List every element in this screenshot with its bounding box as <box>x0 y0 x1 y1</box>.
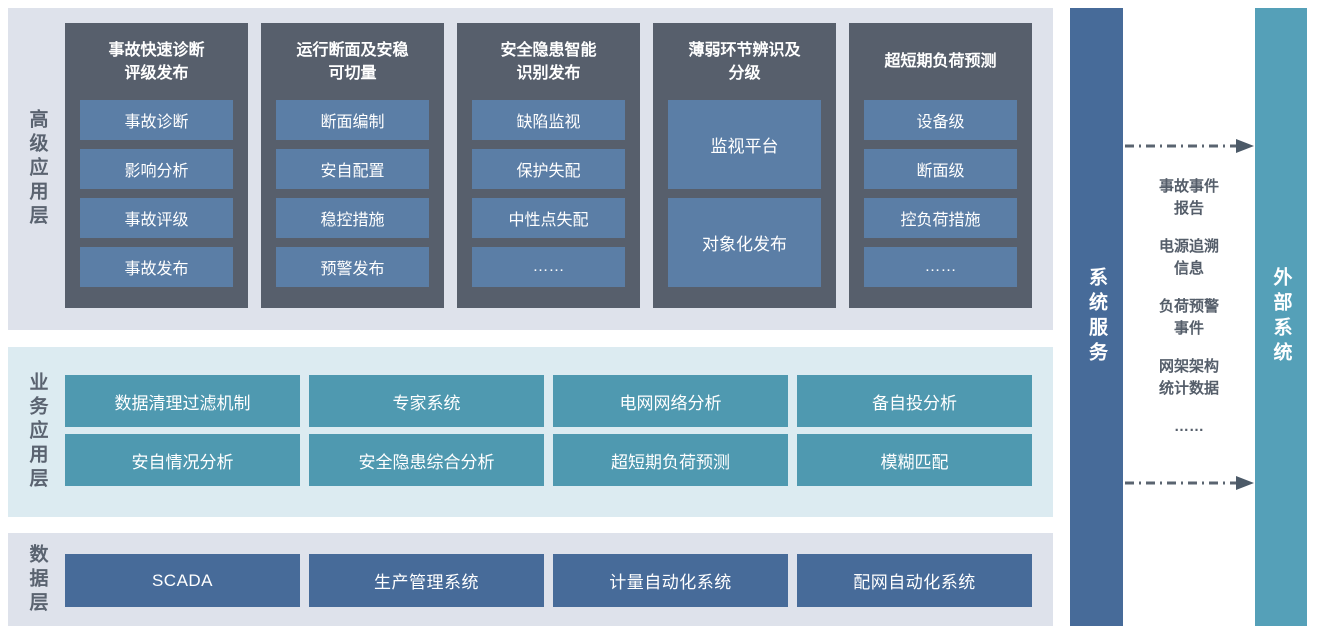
module-group-items: 设备级 断面级 控负荷措施 …… <box>864 100 1017 308</box>
business-chip: 安自情况分析 <box>65 434 300 486</box>
flow-arrow-top-icon <box>1125 139 1254 153</box>
data-source-chip: 配网自动化系统 <box>797 554 1032 607</box>
module-group-title: 超短期负荷预测 <box>864 23 1017 100</box>
module-chip: …… <box>864 247 1017 287</box>
exchange-item-line: 统计数据 <box>1158 380 1219 397</box>
business-chip: 超短期负荷预测 <box>553 434 788 486</box>
external-system-label: 外部系统 <box>1270 267 1292 367</box>
module-group-items: 监视平台 对象化发布 <box>668 100 821 308</box>
layer-advanced-apps: 高级应用层 事故快速诊断 评级发布 事故诊断 影响分析 事故评级 事故发布 运行… <box>8 8 1053 330</box>
module-group-title: 薄弱环节辨识及 分级 <box>668 23 821 100</box>
business-chip: 专家系统 <box>309 375 544 427</box>
title-line: 分级 <box>728 64 761 82</box>
module-chip: 设备级 <box>864 100 1017 140</box>
module-group-items: 断面编制 安自配置 稳控措施 预警发布 <box>276 100 429 308</box>
module-group-hidden-danger: 安全隐患智能 识别发布 缺陷监视 保护失配 中性点失配 …… <box>457 23 640 308</box>
exchange-item: 负荷预警 事件 <box>1159 296 1219 340</box>
data-grid: SCADA 生产管理系统 计量自动化系统 配网自动化系统 <box>65 554 1032 607</box>
module-group-load-forecast: 超短期负荷预测 设备级 断面级 控负荷措施 …… <box>849 23 1032 308</box>
title-line: 事故快速诊断 <box>108 41 205 59</box>
module-chip: 对象化发布 <box>668 198 821 287</box>
data-source-chip: SCADA <box>65 554 300 607</box>
layer-label-business: 业务应用层 <box>26 372 48 492</box>
module-chip: 断面编制 <box>276 100 429 140</box>
system-service-bar: 系统服务 <box>1070 8 1123 626</box>
module-chip: 控负荷措施 <box>864 198 1017 238</box>
module-chip: 中性点失配 <box>472 198 625 238</box>
external-system-bar: 外部系统 <box>1255 8 1307 626</box>
title-line: 可切量 <box>328 64 377 82</box>
layer-label-advanced: 高级应用层 <box>26 109 48 229</box>
module-group-weak-link: 薄弱环节辨识及 分级 监视平台 对象化发布 <box>653 23 836 308</box>
module-chip: 安自配置 <box>276 149 429 189</box>
module-chip: 稳控措施 <box>276 198 429 238</box>
title-line: 薄弱环节辨识及 <box>688 41 801 59</box>
business-chip: 模糊匹配 <box>797 434 1032 486</box>
exchange-item-line: 网架架构 <box>1158 358 1219 375</box>
title-line: 运行断面及安稳 <box>296 41 409 59</box>
title-line: 超短期负荷预测 <box>884 53 997 70</box>
module-group-title: 运行断面及安稳 可切量 <box>276 23 429 100</box>
business-grid: 数据清理过滤机制 专家系统 电网网络分析 备自投分析 安自情况分析 安全隐患综合… <box>65 375 1032 486</box>
title-line: 评级发布 <box>124 64 189 82</box>
exchange-item-line: 事故事件 <box>1158 178 1219 195</box>
module-chip: 缺陷监视 <box>472 100 625 140</box>
module-chip: 事故评级 <box>80 198 233 238</box>
exchange-item-line: 电源追溯 <box>1158 238 1219 255</box>
module-group-operation-section: 运行断面及安稳 可切量 断面编制 安自配置 稳控措施 预警发布 <box>261 23 444 308</box>
exchange-item-ellipsis: …… <box>1174 416 1204 438</box>
exchange-column: 事故事件 报告 电源追溯 信息 负荷预警 事件 网架架构 统计数据 …… <box>1123 8 1255 626</box>
exchange-item-line: 报告 <box>1173 200 1204 217</box>
business-chip: 数据清理过滤机制 <box>65 375 300 427</box>
module-group-items: 缺陷监视 保护失配 中性点失配 …… <box>472 100 625 308</box>
layer-label-data: 数据层 <box>26 543 48 616</box>
data-source-chip: 生产管理系统 <box>309 554 544 607</box>
exchange-item-line: …… <box>1174 418 1204 435</box>
module-chip: …… <box>472 247 625 287</box>
business-chip: 电网网络分析 <box>553 375 788 427</box>
title-line: 安全隐患智能 <box>500 41 597 59</box>
layer-data: 数据层 SCADA 生产管理系统 计量自动化系统 配网自动化系统 <box>8 533 1053 626</box>
exchange-item: 网架架构 统计数据 <box>1159 356 1219 400</box>
module-group-title: 安全隐患智能 识别发布 <box>472 23 625 100</box>
module-chip: 保护失配 <box>472 149 625 189</box>
business-chip: 备自投分析 <box>797 375 1032 427</box>
module-chip: 预警发布 <box>276 247 429 287</box>
exchange-item: 电源追溯 信息 <box>1159 236 1219 280</box>
module-chip: 影响分析 <box>80 149 233 189</box>
exchange-item-line: 负荷预警 <box>1158 298 1219 315</box>
advanced-groups: 事故快速诊断 评级发布 事故诊断 影响分析 事故评级 事故发布 运行断面及安稳 … <box>65 23 1032 308</box>
flow-arrow-bottom-icon <box>1125 476 1254 490</box>
module-chip: 断面级 <box>864 149 1017 189</box>
module-group-items: 事故诊断 影响分析 事故评级 事故发布 <box>80 100 233 308</box>
title-line: 识别发布 <box>516 64 581 82</box>
exchange-items: 事故事件 报告 电源追溯 信息 负荷预警 事件 网架架构 统计数据 …… <box>1123 176 1255 438</box>
system-service-label: 系统服务 <box>1086 267 1107 367</box>
module-chip: 事故发布 <box>80 247 233 287</box>
module-group-title: 事故快速诊断 评级发布 <box>80 23 233 100</box>
data-source-chip: 计量自动化系统 <box>553 554 788 607</box>
exchange-item: 事故事件 报告 <box>1159 176 1219 220</box>
exchange-item-line: 事件 <box>1173 320 1204 337</box>
module-group-accident-diagnosis: 事故快速诊断 评级发布 事故诊断 影响分析 事故评级 事故发布 <box>65 23 248 308</box>
module-chip: 监视平台 <box>668 100 821 189</box>
exchange-item-line: 信息 <box>1173 260 1204 277</box>
layer-business-apps: 业务应用层 数据清理过滤机制 专家系统 电网网络分析 备自投分析 安自情况分析 … <box>8 347 1053 517</box>
module-chip: 事故诊断 <box>80 100 233 140</box>
business-chip: 安全隐患综合分析 <box>309 434 544 486</box>
